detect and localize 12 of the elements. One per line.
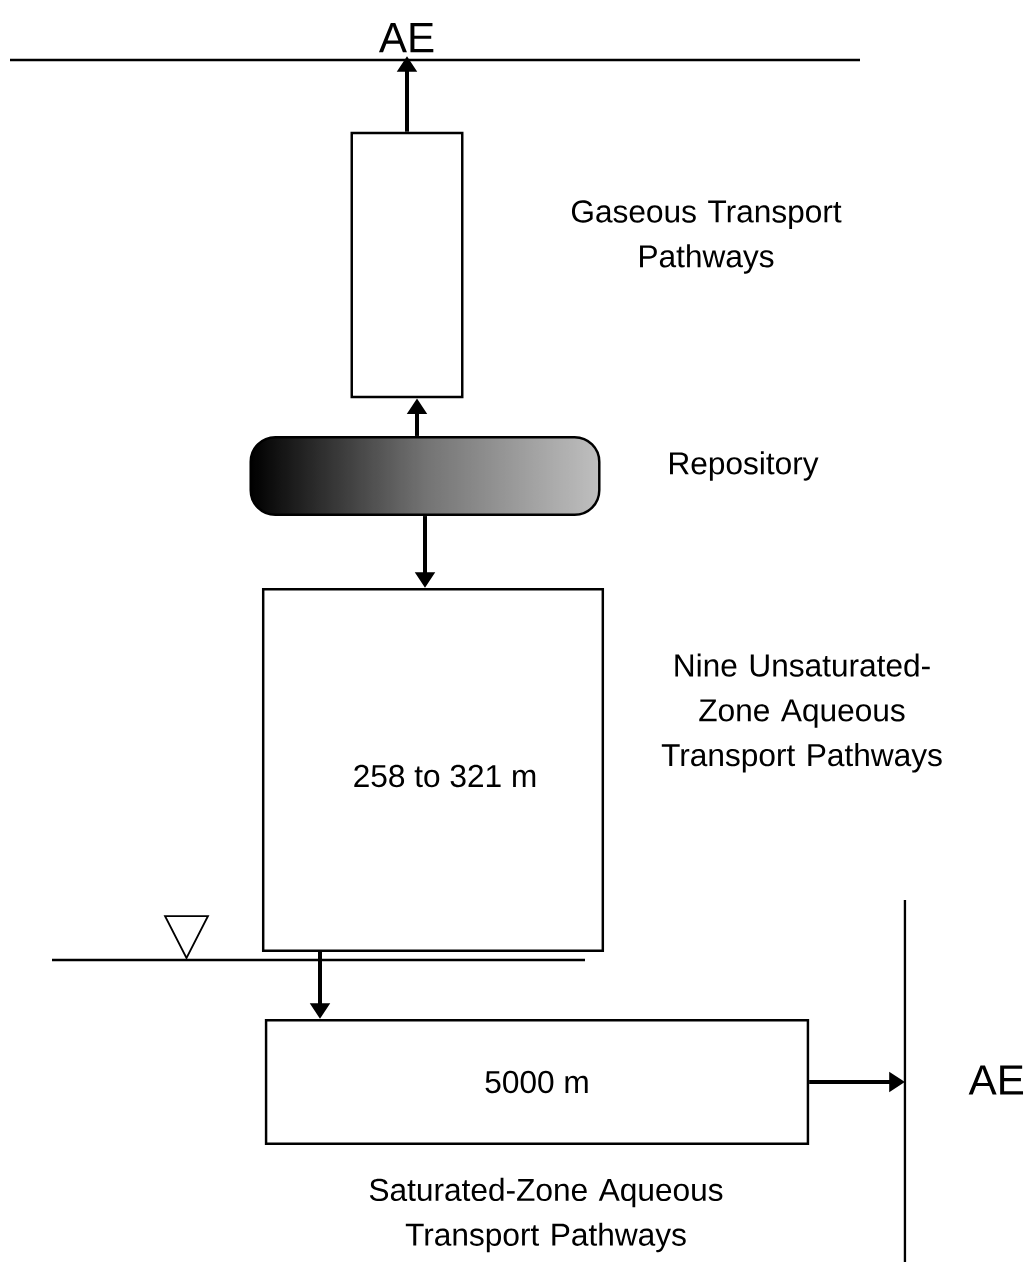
box-label: 5000 m — [485, 1070, 588, 1094]
pathway-box — [261, 588, 605, 953]
pathway-box — [350, 131, 464, 399]
pathway-label: Gaseous Transport Pathways — [571, 200, 842, 274]
box-label: 258 to 321 m — [354, 764, 536, 788]
pathway-label: Saturated-Zone Aqueous Transport Pathways — [369, 1177, 723, 1253]
endpoint-label: AE — [968, 1065, 1023, 1095]
repository-bar — [249, 435, 601, 517]
pathway-label: Repository — [670, 451, 819, 481]
endpoint-label: AE — [378, 23, 434, 53]
pathway-label: Nine Unsaturated-Zone Aqueous Transport Pathways — [661, 653, 942, 773]
pathway-box — [264, 1019, 810, 1145]
